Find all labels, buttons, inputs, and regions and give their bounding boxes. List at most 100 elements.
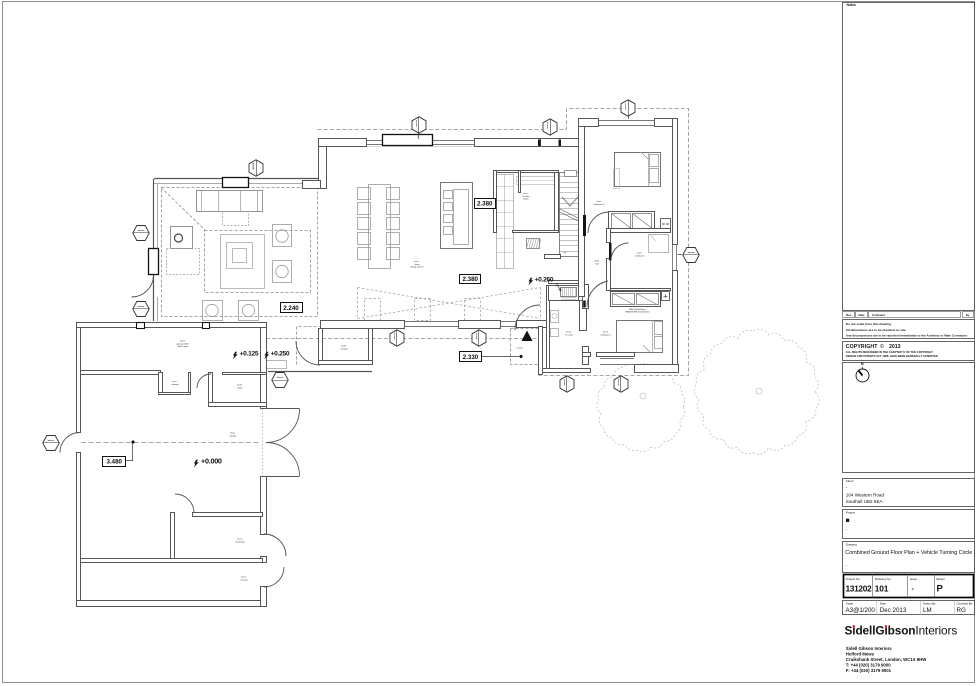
svg-text:+0.260: +0.260 (535, 277, 554, 284)
svg-text:WG/07: WG/07 (625, 102, 627, 110)
svg-text:Rev: Rev (846, 313, 852, 317)
svg-text:RG: RG (957, 607, 966, 614)
svg-text:Client: Client (846, 479, 854, 483)
svg-text:All dimensions are to be check: All dimensions are to be checked on site (846, 328, 906, 332)
svg-text:WG/09: WG/09 (277, 377, 285, 379)
svg-text:G-07 -: G-07 - (637, 253, 643, 255)
svg-text:COPYRIGHT: COPYRIGHT (846, 344, 878, 350)
svg-text:WG/08: WG/08 (688, 252, 696, 254)
svg-text:Cruikshank Street, London, WC1: Cruikshank Street, London, WC1X 9HW (846, 657, 927, 662)
svg-text:G-08 -: G-08 - (596, 201, 602, 203)
svg-text:2.240: 2.240 (283, 305, 299, 312)
svg-text:Project No.: Project No. (846, 577, 861, 581)
svg-text:G-11 -: G-11 - (237, 539, 243, 541)
svg-text:2.330: 2.330 (463, 354, 479, 361)
svg-text:G-01 -: G-01 - (180, 341, 186, 343)
svg-text:-: - (846, 563, 848, 568)
svg-text:G-05 -: G-05 - (414, 261, 420, 263)
svg-text:A3@1/200: A3@1/200 (846, 607, 876, 614)
svg-text:G-14 -: G-14 - (603, 332, 609, 334)
svg-text:PAX 2000x600mm: PAX 2000x600mm (629, 308, 646, 311)
svg-text:P: P (937, 584, 944, 595)
svg-text:garage letter: garage letter (177, 342, 190, 345)
svg-text:-: - (912, 586, 915, 593)
svg-text:Checked By: Checked By (957, 602, 973, 606)
svg-text:-: - (846, 485, 848, 490)
svg-text:G-12 -: G-12 - (241, 577, 247, 579)
svg-text:+0.150: +0.150 (516, 348, 524, 350)
svg-text:living: living (415, 264, 421, 266)
svg-text:bedroom 3: bedroom 3 (594, 203, 605, 206)
svg-text:-: - (846, 527, 848, 532)
svg-text:N: N (861, 361, 864, 366)
svg-text:Status: Status (936, 577, 945, 581)
svg-text:By: By (966, 313, 970, 317)
svg-text:LM: LM (923, 607, 932, 614)
svg-text:Combined Ground Floor Plan + V: Combined Ground Floor Plan + Vehicle Tur… (845, 550, 972, 556)
svg-text:Scale: Scale (846, 602, 854, 606)
svg-text:WG/01: WG/01 (48, 440, 56, 442)
svg-text:G-04 -: G-04 - (594, 261, 600, 263)
svg-text:Drawing No.: Drawing No. (875, 577, 892, 581)
svg-text:Drawing: Drawing (846, 542, 857, 546)
svg-text:SidellGibsonInteriors: SidellGibsonInteriors (845, 624, 958, 638)
svg-text:G-03 -: G-03 - (237, 385, 243, 387)
svg-text:garage: garage (230, 434, 238, 437)
svg-text:storage: storage (171, 383, 179, 386)
svg-text:2.380: 2.380 (477, 201, 493, 208)
svg-text:Holford Mews: Holford Mews (846, 652, 875, 657)
svg-text:WARDROBE 2000x600mm: WARDROBE 2000x600mm (625, 311, 650, 314)
svg-text:WG/04: WG/04 (252, 162, 255, 170)
svg-text:Project: Project (846, 510, 856, 514)
svg-text:G-02 -: G-02 - (172, 381, 178, 383)
svg-text:workshop: workshop (235, 540, 245, 543)
svg-text:kitchen: kitchen (523, 195, 531, 198)
svg-text:2013: 2013 (889, 344, 901, 350)
svg-text:hall: hall (595, 263, 599, 265)
svg-text:Drawn By: Drawn By (923, 602, 936, 606)
svg-text:Any discrepancies are to be re: Any discrepancies are to be reported imm… (846, 334, 968, 338)
svg-text:WG/05: WG/05 (416, 119, 418, 127)
svg-text:WD/01: WD/01 (564, 378, 566, 385)
svg-text:©: © (880, 343, 884, 350)
svg-text:Southall UB2 5EA: Southall UB2 5EA (846, 499, 884, 504)
svg-text:T: +44 (020) 3179 9000: T: +44 (020) 3179 9000 (846, 663, 891, 668)
svg-text:131202: 131202 (846, 584, 873, 594)
svg-text:WG/10: WG/10 (394, 332, 396, 340)
svg-text:G-13 -: G-13 - (566, 332, 572, 334)
svg-text:+0.125: +0.125 (240, 351, 259, 358)
svg-text:larder: larder (523, 198, 529, 201)
svg-text:2.380: 2.380 (463, 276, 479, 283)
svg-text:G-09 -: G-09 - (341, 346, 347, 348)
svg-text:Do not scale from this drawing: Do not scale from this drawing (846, 322, 891, 326)
svg-text:F: +44 (020) 3179 9001: F: +44 (020) 3179 9001 (846, 668, 892, 673)
svg-text:plant room: plant room (178, 345, 189, 348)
svg-text:+0.250: +0.250 (271, 351, 290, 358)
svg-text:storage: storage (340, 347, 348, 350)
svg-text:Issue: Issue (910, 577, 918, 581)
svg-text:104 Western Road: 104 Western Road (846, 493, 885, 498)
svg-text:101: 101 (875, 584, 889, 594)
svg-text:Date: Date (858, 313, 865, 317)
svg-text:Date: Date (880, 602, 886, 606)
svg-text:3.480: 3.480 (107, 459, 123, 466)
svg-text:plant: plant (238, 386, 243, 389)
svg-text:WG/12: WG/12 (618, 378, 620, 386)
svg-text:WG/06: WG/06 (547, 121, 549, 129)
svg-text:ALL RIGHTS DESCRIBED IN THE CH: ALL RIGHTS DESCRIBED IN THE CHAPTER 'S' … (846, 350, 933, 354)
svg-text:G-10 -: G-10 - (230, 433, 236, 435)
svg-text:Notes: Notes (847, 3, 857, 7)
svg-text:Comment: Comment (872, 313, 885, 317)
svg-text:WG/11: WG/11 (476, 332, 478, 339)
svg-text:G-06 -: G-06 - (523, 193, 529, 195)
svg-text:Dec 2013: Dec 2013 (880, 607, 907, 614)
svg-text:en suite: en suite (565, 333, 573, 336)
svg-text:DESIGN AND PATENTS ACT 1988, H: DESIGN AND PATENTS ACT 1988, HAVE BEEN G… (846, 354, 938, 358)
svg-text:bedroom 1: bedroom 1 (601, 333, 612, 336)
svg-text:dining kitchen: dining kitchen (410, 266, 424, 269)
svg-text:up: up (564, 252, 567, 254)
svg-text:WG/02: WG/02 (138, 306, 146, 308)
svg-text:+0.000: +0.000 (201, 457, 222, 466)
svg-text:storage: storage (240, 578, 248, 581)
svg-text:Sidell Gibson Interiors: Sidell Gibson Interiors (846, 646, 892, 651)
